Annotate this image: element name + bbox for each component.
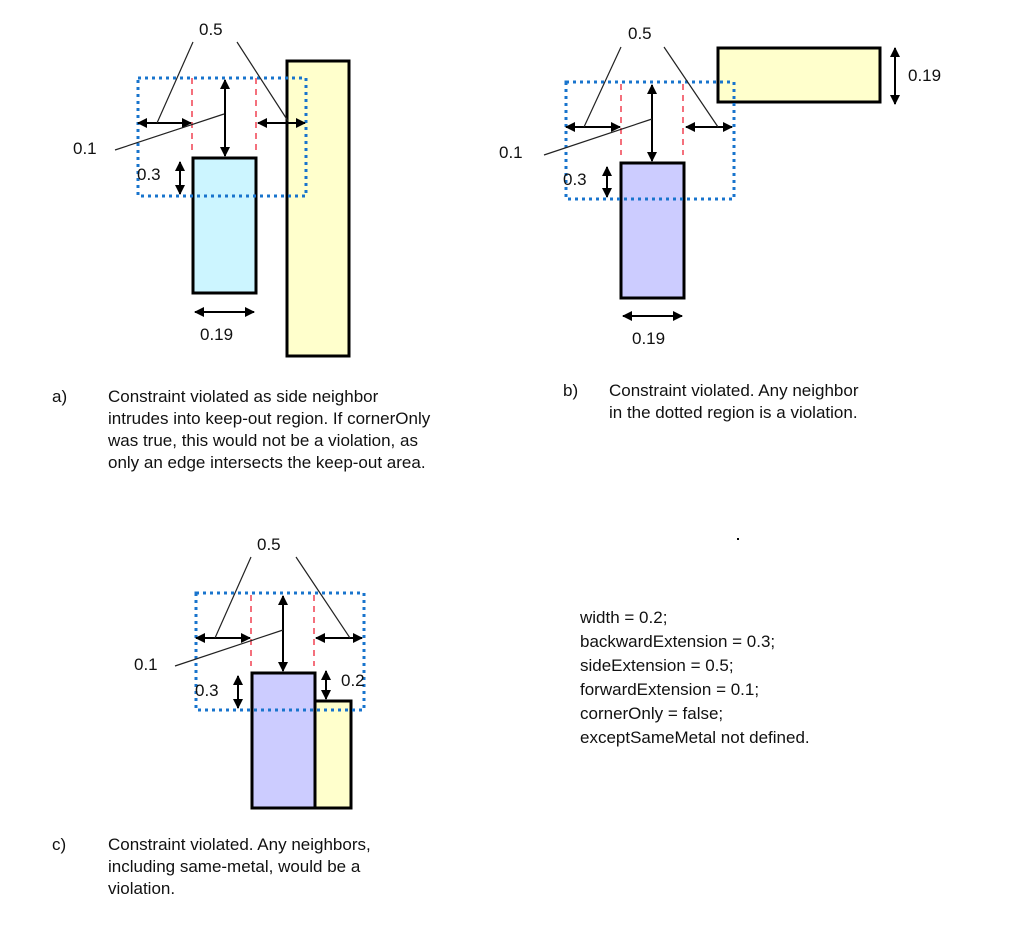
keepout-region-b — [564, 80, 736, 201]
backward-extension-label-a: 0.3 — [137, 165, 161, 184]
parameter-side-extension: sideExtension = 0.5; — [580, 656, 734, 675]
caption-line: intrudes into keep-out region. If corner… — [108, 409, 431, 428]
caption-body-a: Constraint violated as side neighbor int… — [108, 386, 430, 474]
leader-line — [156, 41, 194, 124]
leader-line — [543, 118, 653, 156]
parameter-forward-extension: forwardExtension = 0.1; — [580, 680, 760, 699]
leader-line — [236, 41, 289, 122]
caption-line: only an edge intersects the keep-out are… — [108, 453, 426, 472]
side-extension-label-c: 0.5 — [257, 535, 281, 554]
leader-line — [174, 629, 284, 667]
caption-line: violation. — [108, 879, 176, 898]
parameter-width: width = 0.2; — [580, 608, 668, 627]
forward-extension-label-c: 0.1 — [134, 655, 158, 674]
wire-a — [191, 156, 258, 295]
caption-body-c: Constraint violated. Any neighbors, incl… — [108, 834, 371, 900]
width-label-b: 0.19 — [632, 329, 665, 348]
stray-dot — [737, 538, 739, 540]
keepout-region-a — [136, 76, 308, 198]
width-label-a: 0.19 — [200, 325, 233, 344]
caption-tag-b: b) — [563, 381, 579, 400]
leader-line — [114, 113, 225, 151]
backward-extension-label-c: 0.3 — [195, 681, 219, 700]
parameter-corner-only: cornerOnly = false; — [580, 704, 724, 723]
side-extension-label-a: 0.5 — [199, 20, 223, 39]
diagram-b: 0.5 0.1 0.3 0.19 0.19 — [499, 24, 941, 348]
caption-tag-a: a) — [52, 387, 68, 406]
parameter-except-same-metal: exceptSameMetal not defined. — [580, 728, 810, 747]
leader-line — [583, 46, 622, 128]
forward-extension-label-a: 0.1 — [73, 139, 97, 158]
caption-line: Constraint violated. Any neighbors, — [108, 835, 371, 854]
caption-tag-c: c) — [52, 835, 67, 854]
leader-line — [214, 556, 252, 639]
caption-line: in the dotted region is a violation. — [609, 403, 858, 422]
leader-line — [295, 556, 351, 639]
neighbor-wire-c — [313, 699, 353, 810]
wire-c — [250, 671, 317, 810]
parameter-list: width = 0.2; backwardExtension = 0.3; si… — [580, 606, 810, 750]
caption-line: Constraint violated. Any neighbor — [609, 381, 859, 400]
diagram-a: 0.5 0.1 0.3 0.19 — [73, 20, 351, 358]
neighbor-wire-b — [716, 46, 882, 104]
wire-b — [619, 161, 686, 300]
neighbor-wire-a — [285, 59, 351, 358]
keepout-region-c — [194, 591, 366, 712]
diagram-c: 0.5 0.1 0.3 0.2 — [134, 535, 366, 810]
caption-line: Constraint violated as side neighbor — [108, 387, 379, 406]
caption-line: including same-metal, would be a — [108, 857, 361, 876]
caption-body-b: Constraint violated. Any neighbor in the… — [609, 380, 859, 424]
offset-label-c: 0.2 — [341, 671, 365, 690]
forward-extension-label-b: 0.1 — [499, 143, 523, 162]
neighbor-height-label-b: 0.19 — [908, 66, 941, 85]
leader-line — [663, 46, 719, 128]
parameter-backward-extension: backwardExtension = 0.3; — [580, 632, 776, 651]
backward-extension-label-b: 0.3 — [563, 170, 587, 189]
side-extension-label-b: 0.5 — [628, 24, 652, 43]
caption-line: was true, this would not be a violation,… — [108, 431, 418, 450]
